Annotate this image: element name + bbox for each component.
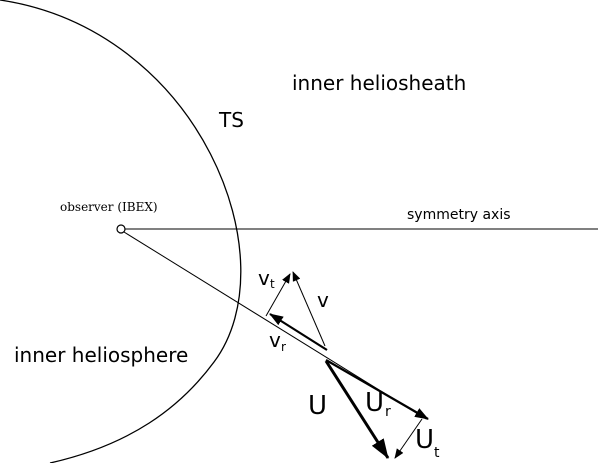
U-r-label-base: U: [365, 388, 385, 418]
U-t-label-sub: t: [434, 445, 440, 461]
U-t-vector: [394, 418, 423, 459]
observer-label: observer (IBEX): [60, 200, 158, 214]
v-r-label-sub: r: [281, 340, 286, 354]
symmetry-axis-label: symmetry axis: [407, 207, 511, 223]
observer-marker: [116, 224, 126, 234]
termination-shock-label: TS: [219, 108, 244, 132]
inner-heliosphere-label: inner heliosphere: [14, 343, 189, 367]
U-r-label-sub: r: [385, 404, 391, 420]
v-t-vector: [265, 273, 291, 317]
v-label: v: [317, 288, 329, 312]
U-t-label-base: U: [415, 425, 435, 455]
v-r-label-base: v: [269, 328, 281, 352]
v-t-label-sub: t: [270, 277, 275, 291]
termination-shock-arc: [0, 0, 242, 463]
v-t-label-base: v: [258, 266, 270, 290]
v-vector: [292, 271, 326, 347]
inner-heliosheath-label: inner heliosheath: [292, 71, 467, 95]
U-label: U: [308, 391, 328, 421]
U-r-vector: [325, 359, 429, 420]
U-vector: [324, 360, 390, 459]
v-r-vector: [269, 313, 328, 351]
